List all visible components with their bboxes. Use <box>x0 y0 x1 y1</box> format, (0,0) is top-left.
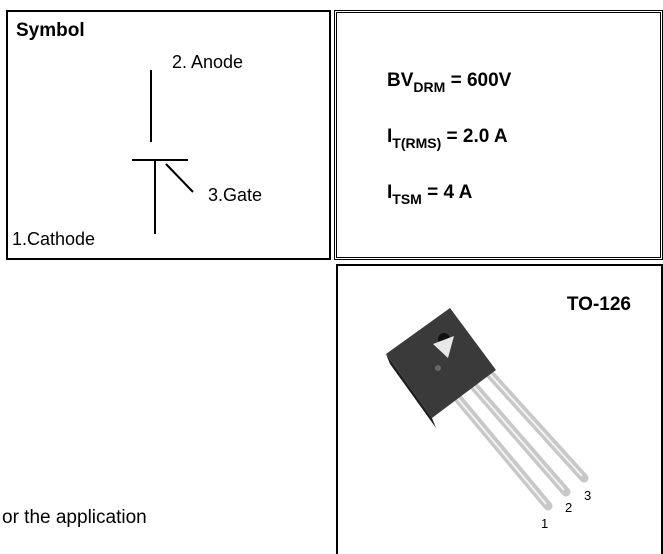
package-leads <box>451 367 589 511</box>
lead-highlight-1 <box>453 393 547 505</box>
logo-mark <box>433 336 454 358</box>
symbol-panel: Symbol 2. Anode 3.Gate 1.Cathode <box>6 10 331 260</box>
anode-label: 2. Anode <box>172 52 244 72</box>
symbol-title: Symbol <box>16 20 85 41</box>
gate-lead <box>165 163 194 193</box>
pin1-dot <box>435 365 441 371</box>
to126-package-icon <box>386 308 589 511</box>
scr-symbol-diagram <box>132 70 194 234</box>
pin-2-label: 2 <box>565 500 573 515</box>
lead-highlight-2 <box>469 381 565 491</box>
rating-itsm: ITSM = 4 A <box>387 182 473 207</box>
gate-label: 3.Gate <box>208 185 263 205</box>
ratings-panel: BVDRM = 600V IT(RMS) = 2.0 A ITSM = 4 A <box>334 10 663 260</box>
package-body-side <box>386 354 436 428</box>
package-panel: TO-126 1 2 3 <box>336 264 663 554</box>
package-body-top <box>386 308 496 418</box>
lead-highlight-3 <box>485 369 583 477</box>
package-name: TO-126 <box>566 294 631 315</box>
body-text-fragment: or the application <box>2 507 147 528</box>
cathode-label: 1.Cathode <box>12 229 96 249</box>
rating-itrms: IT(RMS) = 2.0 A <box>387 126 508 151</box>
pin-1-label: 1 <box>541 516 549 531</box>
pin-3-label: 3 <box>584 488 592 503</box>
rating-bvdrm: BVDRM = 600V <box>387 70 512 95</box>
